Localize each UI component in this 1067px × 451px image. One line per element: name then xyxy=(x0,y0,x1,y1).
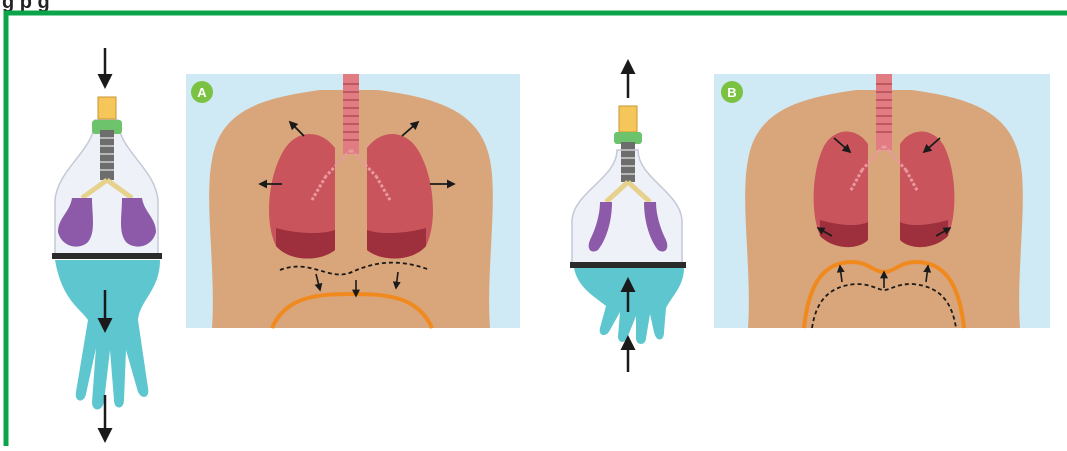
tube-stopper xyxy=(98,97,116,119)
tube-stopper-b xyxy=(619,106,637,132)
bell-jar-model-exhale xyxy=(570,62,686,372)
trachea-tube-b xyxy=(621,142,635,182)
badge-a-label: A xyxy=(197,85,207,100)
trachea-b xyxy=(876,74,892,150)
jar-base-rim xyxy=(52,253,162,259)
badge-b-label: B xyxy=(727,85,736,100)
rubber-glove-stretched xyxy=(55,260,160,410)
trachea xyxy=(343,74,359,154)
panel-b-thorax-exhale: B xyxy=(714,74,1050,328)
bell-jar-model-inhale xyxy=(52,48,162,440)
panel-a-thorax-inhale: A xyxy=(186,74,520,328)
jar-base-rim-b xyxy=(570,262,686,268)
